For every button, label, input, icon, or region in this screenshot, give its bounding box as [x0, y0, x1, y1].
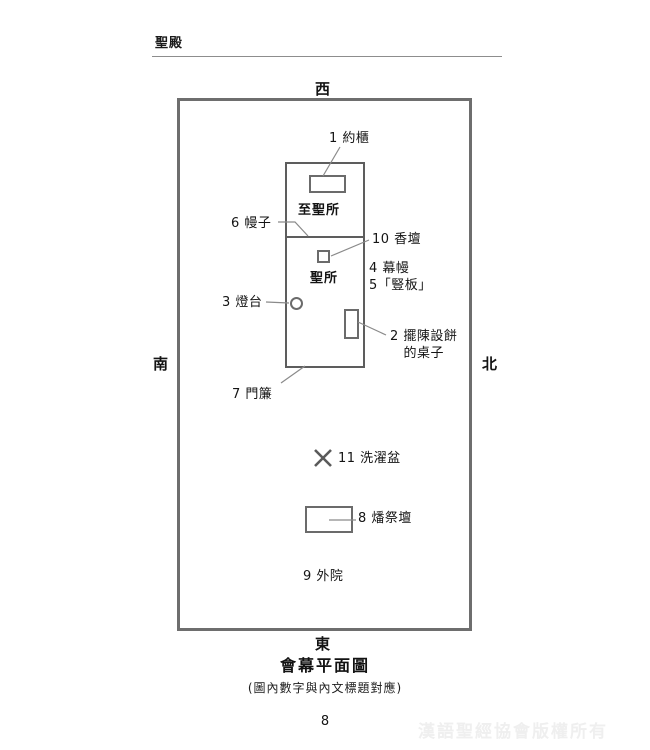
showbread-table-shape — [344, 309, 359, 339]
laver-x-icon — [314, 449, 332, 467]
label-showbread-table-line1: 2 擺陳設餅 — [390, 329, 458, 344]
page-number: 8 — [320, 714, 330, 729]
label-boards: 5「豎板」 — [369, 278, 432, 293]
room-label-holy-of-holies: 至聖所 — [298, 203, 341, 218]
figure-caption-title: 會幕平面圖 — [279, 656, 370, 675]
label-veil: 6 幔子 — [231, 216, 272, 231]
compass-label-east: 東 — [315, 635, 332, 653]
copyright-watermark: 漢語聖經協會版權所有 — [418, 722, 608, 742]
page-header-title: 聖殿 — [155, 36, 184, 51]
veil-divider-line — [285, 236, 365, 238]
label-burnt-offering-altar: 8 燔祭壇 — [358, 511, 412, 526]
label-showbread-table-line2: 的桌子 — [403, 346, 444, 361]
room-label-holy-place: 聖所 — [310, 271, 339, 286]
label-lampstand: 3 燈台 — [222, 295, 263, 310]
lampstand-shape — [290, 297, 303, 310]
ark-of-covenant-shape — [309, 175, 346, 193]
label-ark-of-covenant: 1 約櫃 — [329, 131, 370, 146]
label-door-screen: 7 門簾 — [232, 387, 273, 402]
compass-label-south: 南 — [153, 355, 170, 373]
outer-court-boundary — [177, 98, 472, 631]
label-incense-altar: 10 香壇 — [372, 232, 422, 247]
label-laver: 11 洗濯盆 — [338, 451, 401, 466]
header-divider-rule — [152, 56, 502, 57]
figure-caption-subtitle: (圖內數字與內文標題對應) — [247, 681, 403, 695]
label-showbread-table: 2 擺陳設餅 的桌子 — [390, 328, 457, 362]
burnt-offering-altar-shape — [305, 506, 353, 533]
label-curtain-screen: 4 幕幔 — [369, 261, 410, 276]
label-outer-court: 9 外院 — [303, 569, 344, 584]
compass-label-north: 北 — [482, 355, 499, 373]
incense-altar-shape — [317, 250, 330, 263]
compass-label-west: 西 — [315, 80, 332, 98]
